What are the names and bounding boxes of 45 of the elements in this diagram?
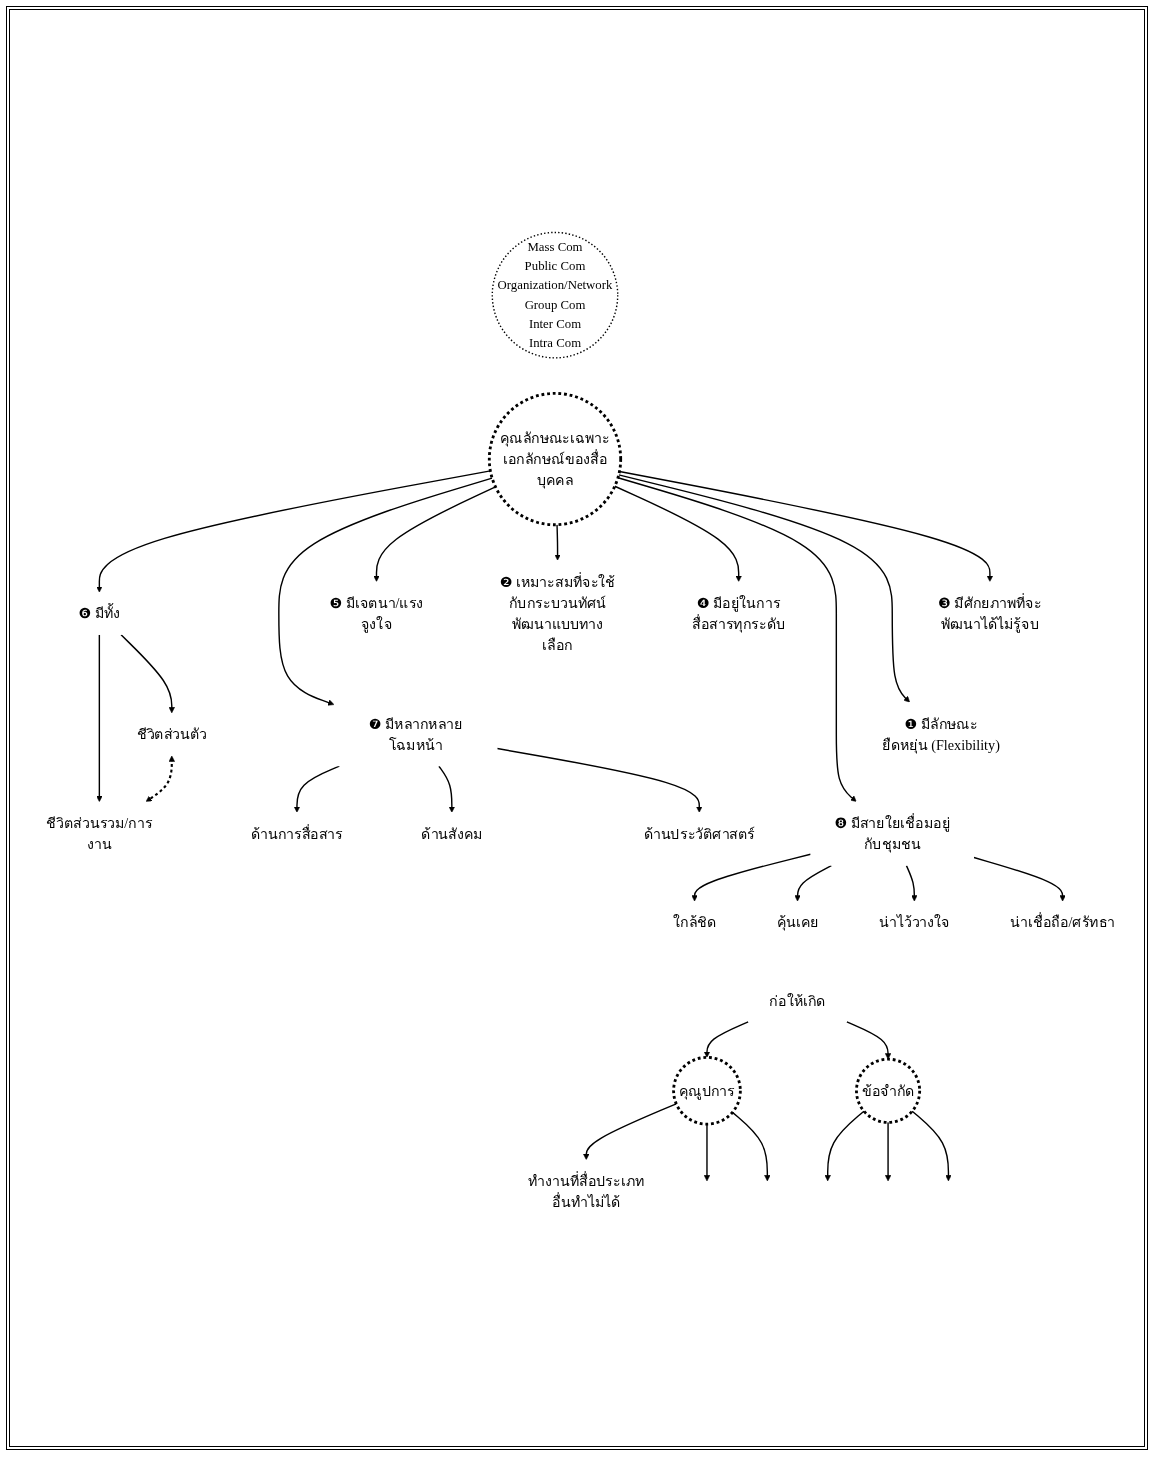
node-circle: คุณลักษณะเฉพาะเอกลักษณ์ของสื่อบุคคล [487,391,623,527]
node-text: ชีวิตส่วนตัว [136,726,207,743]
arrow [614,485,742,582]
arrow [583,1103,677,1160]
node-text: ❽ มีสายใยเชื่อมอยู่กับชุมชน [834,815,951,853]
node-text: คุ้นเคย [776,914,819,931]
arrow [617,477,857,802]
arrow [278,477,493,706]
arrow [96,634,103,802]
arrow [554,524,561,561]
node-text: ใกล้ชิด [672,914,717,931]
node-text: ก่อให้เกิด [769,992,826,1009]
node-circle: ข้อจำกัด [855,1057,922,1124]
node-text: ❶ มีลักษณะยืดหยุ่น (Flexibility) [882,715,1000,753]
node-text: ชีวิตส่วนรวม/การงาน [46,815,153,853]
arrow [691,853,812,902]
node-text: ❻ มีทั้ง [78,605,121,622]
node-text: ❼ มีหลากหลายโฉมหน้า [368,715,463,753]
node-text: ด้านประวัติศาสตร์ [643,825,756,842]
node-text: ด้านการสื่อสาร [250,825,344,842]
node-circle: Mass Com Public Com Organization/Network Group Com Inter Com Intra Com [491,231,619,359]
arrow [496,747,703,813]
node-text: ❷ เหมาะสมที่จะใช้กับกระบวนทัศน์พัฒนาแบบทางเลือก [499,573,616,654]
node-text: ❺ มีเจตนา/แรงจูงใจ [329,595,424,632]
arrow [905,864,918,902]
node-text: ❸ มีศักยภาพที่จะพัฒนาได้ไม่รู้จบ [938,595,1042,632]
node-text: น่าเชื่อถือ/ศรัทธา [1010,914,1116,931]
node-text: ❹ มีอยู่ในการสื่อสารทุกระดับ [692,595,786,632]
arrow [373,486,497,582]
node-text: ด้านสังคม [421,825,483,842]
arrow [438,765,455,813]
arrow [703,1021,749,1058]
node-text: ทำงานที่สื่อประเภทอื่นทำไม่ได้ [528,1173,645,1211]
arrow [731,1111,771,1182]
arrow [911,1110,952,1182]
arrow [145,755,175,802]
arrow [293,765,341,813]
arrow [824,1110,865,1182]
arrow [618,474,910,703]
arrow [794,864,833,902]
arrow [120,634,175,714]
arrow [973,856,1066,902]
arrow [846,1021,892,1060]
node-text: น่าไว้วางใจ [878,914,950,931]
node-circle: คุณูปการ [672,1055,742,1126]
